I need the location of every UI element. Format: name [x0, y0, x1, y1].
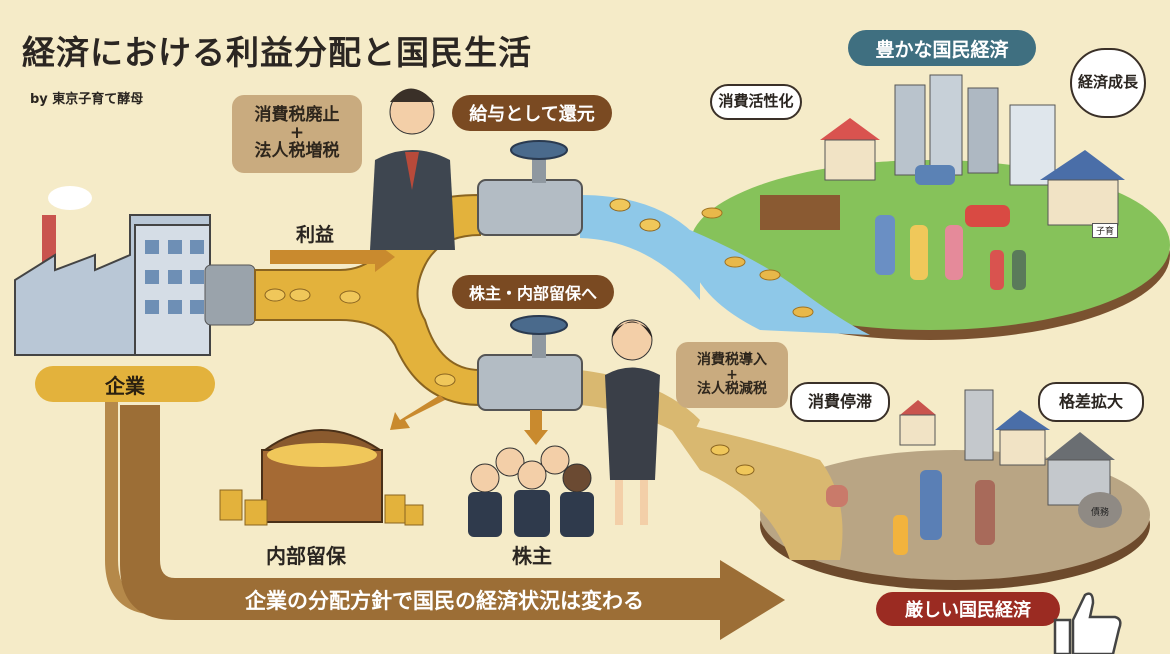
policy-line-2: 法人税増税	[254, 140, 340, 161]
shareholders-label: 株主	[512, 544, 552, 568]
bottom-message: 企業の分配方針で国民の経済状況は変わる	[245, 589, 644, 613]
profit-label: 利益	[296, 224, 335, 246]
family-worried	[826, 470, 995, 555]
right-policy-speech: 消費税導入 + 法人税減税	[676, 342, 788, 408]
treasure-chest	[219, 429, 424, 526]
disparity-bubble: 格差拡大	[1038, 382, 1144, 422]
thumbs-up-icon[interactable]	[1045, 585, 1125, 654]
byline: by 東京子育て酵母	[30, 92, 144, 107]
businesswoman	[605, 319, 660, 525]
poor-economy-title: 厳しい国民経済	[876, 592, 1060, 626]
valve-top	[477, 140, 583, 236]
shareholders-group	[468, 445, 594, 537]
pipes	[204, 193, 755, 476]
company-label: 企業	[35, 366, 215, 402]
salary-return-label: 給与として還元	[452, 95, 612, 131]
businessman	[370, 88, 455, 250]
debt-bag: 債務	[1078, 492, 1122, 528]
consumption-boost-bubble: 消費活性化	[710, 84, 802, 120]
valve-bottom	[477, 315, 583, 411]
policy-line-2: 法人税減税	[697, 381, 767, 398]
left-policy-speech: 消費税廃止 + 法人税増税	[232, 95, 362, 173]
svg-text:債務: 債務	[1091, 506, 1109, 518]
policy-plus: +	[726, 366, 738, 383]
consumption-stagnation-bubble: 消費停滞	[790, 382, 890, 422]
childcare-sign: 子育	[1092, 223, 1119, 238]
bottom-arrow	[105, 400, 785, 640]
rich-economy-island	[690, 74, 1170, 340]
rich-economy-title: 豊かな国民経済	[848, 30, 1036, 66]
policy-plus: +	[289, 123, 305, 144]
factory	[14, 186, 211, 356]
flow-arrows	[270, 242, 548, 445]
family-happy	[875, 215, 1026, 290]
policy-line-1: 消費税導入	[697, 351, 767, 368]
policy-line-1: 消費税廃止	[254, 105, 340, 126]
retained-earnings-label: 内部留保	[266, 544, 346, 568]
to-shareholders-label: 株主・内部留保へ	[452, 275, 614, 309]
poor-economy-island: 債務	[665, 389, 1150, 590]
economic-growth-bubble: 経済成長	[1070, 48, 1146, 118]
page-title: 経済における利益分配と国民生活	[22, 33, 532, 72]
